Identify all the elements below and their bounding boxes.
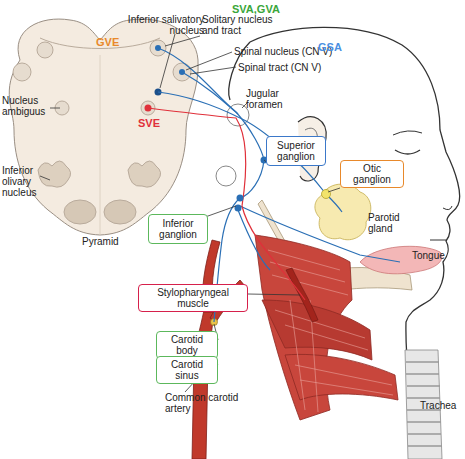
fibre-type-tag: SVE (138, 117, 178, 129)
structure-label: Parotid gland (368, 212, 418, 234)
fibre-type-tag: SVA,GVA (232, 3, 302, 15)
node-label: Carotid sinus (160, 359, 214, 381)
structure-label: Inferior olivary nucleus (2, 165, 52, 198)
median-fissure (100, 55, 101, 235)
leader-lines (40, 34, 340, 392)
pyramid-shape (104, 200, 136, 224)
ganglion-box: Inferior ganglion (148, 214, 208, 244)
foramen-ring (216, 166, 236, 186)
node-label: Otic ganglion (344, 163, 400, 185)
parotid-gland-shape (315, 184, 371, 240)
node-label: Stylopharyngeal muscle (142, 287, 244, 309)
structure-label: Solitary nucleus and tract (202, 14, 282, 36)
receptor-box: Carotid body (156, 331, 218, 359)
inferior-ganglion-dot (235, 205, 242, 212)
structure-label: Common carotid artery (165, 392, 245, 414)
structure-label: Pyramid (82, 236, 132, 247)
ganglion-box: Otic ganglion (340, 160, 404, 188)
olivary-nucleus (38, 161, 71, 187)
structure-label: Tongue (412, 250, 462, 261)
nostril (443, 206, 452, 210)
fibre-type-tag: GVE (96, 36, 136, 48)
node-label: Superior ganglion (270, 140, 322, 162)
muscle-box: Stylopharyngeal muscle (138, 284, 248, 312)
structure-label: Spinal tract (CN V) (238, 62, 348, 73)
node-label: Carotid body (160, 334, 214, 356)
pyramid-shape (64, 200, 96, 224)
otic-ganglion-dot (322, 190, 331, 199)
structure-label: Inferior salivatory nucleus (118, 14, 204, 36)
structure-label: Jugular foramen (246, 88, 298, 110)
fibre-type-tag: GSA (318, 41, 358, 53)
olivary-nucleus (128, 161, 161, 187)
closed-eye (395, 150, 420, 154)
muscle-striations (268, 250, 393, 412)
receptor-box: Carotid sinus (156, 356, 218, 384)
head-outline (250, 27, 460, 459)
medulla-section (9, 19, 198, 235)
pharyngeal-muscle (285, 354, 398, 400)
pharyngeal-muscle (262, 300, 372, 360)
spinal-nucleus-left (13, 63, 31, 81)
mouth-line (430, 240, 446, 241)
structure-label: Trachea (420, 400, 464, 411)
structure-label: Nucleus ambiguus (2, 95, 52, 117)
ganglion-box: Superior ganglion (266, 136, 326, 166)
solitary-nucleus-left (37, 42, 53, 58)
eyebrow (393, 131, 422, 135)
node-label: Inferior ganglion (152, 218, 204, 240)
inferior-ganglion-dot (237, 195, 244, 202)
